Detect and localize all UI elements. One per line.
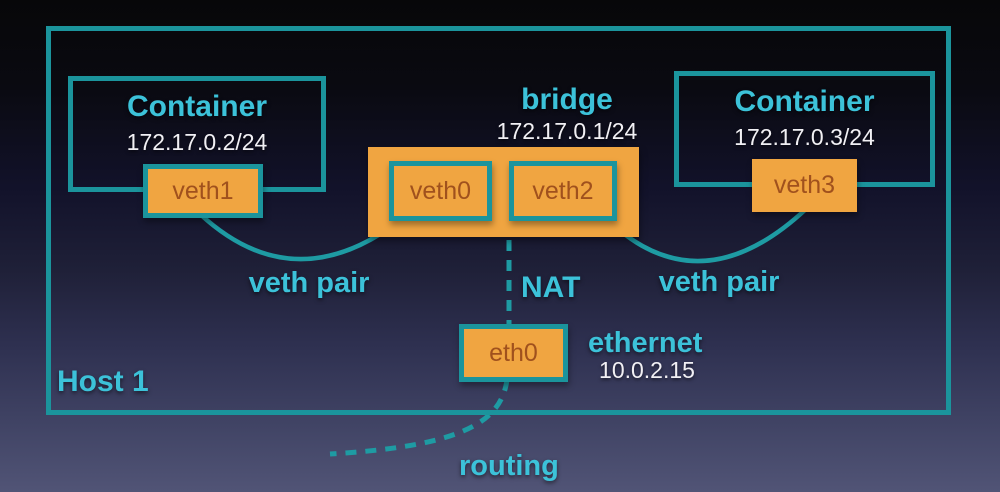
veth0-label: veth0 (409, 176, 472, 205)
host-label: Host 1 (57, 365, 149, 398)
host-box (46, 26, 951, 415)
veth0-interface-box: veth0 (389, 161, 492, 221)
veth1-label: veth1 (172, 176, 234, 205)
veth3-label: veth3 (773, 171, 836, 199)
veth2-interface-box: veth2 (509, 161, 617, 221)
bridge-ip: 172.17.0.1/24 (496, 118, 638, 144)
nat-label: NAT (521, 271, 581, 304)
veth-pair-right-curve (610, 207, 808, 264)
veth-pair-right-label: veth pair (658, 266, 780, 298)
bridge-title: bridge (521, 83, 613, 116)
veth3-interface-box: veth3 (752, 159, 857, 212)
veth-pair-left-curve (198, 212, 400, 262)
eth0-label: eth0 (489, 338, 538, 367)
container-right-ip: 172.17.0.3/24 (734, 124, 875, 150)
routing-label: routing (459, 450, 559, 482)
container-left-title: Container (126, 90, 267, 123)
container-right-title: Container (734, 85, 875, 118)
veth1-interface-box: veth1 (143, 164, 263, 218)
container-left-ip: 172.17.0.2/24 (126, 129, 268, 155)
veth-pair-left-label: veth pair (248, 267, 370, 299)
eth0-interface-box: eth0 (459, 324, 568, 382)
veth2-label: veth2 (532, 176, 594, 205)
ethernet-label: ethernet (588, 327, 703, 359)
routing-dashed-curve (329, 379, 510, 457)
ethernet-ip: 10.0.2.15 (599, 357, 695, 383)
